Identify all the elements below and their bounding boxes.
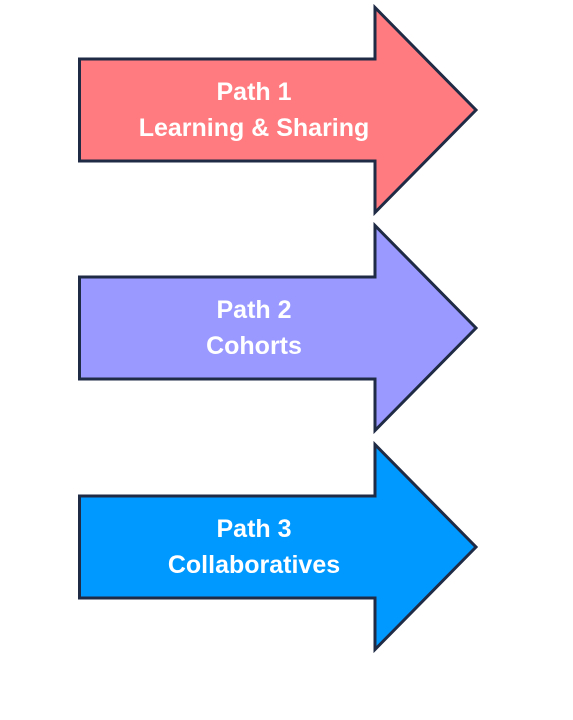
path-3-subtitle: Collaboratives [167, 551, 341, 579]
path-1-label: Path 1 Learning & Sharing [78, 6, 430, 214]
path-2-title: Path 2 [216, 296, 292, 324]
path-2-label: Path 2 Cohorts [78, 224, 430, 432]
path-1-subtitle: Learning & Sharing [138, 114, 370, 142]
path-2-subtitle: Cohorts [206, 332, 302, 360]
path-3-arrow: Path 3 Collaboratives [78, 440, 479, 654]
path-1-title: Path 1 [216, 78, 292, 106]
arrow-shape [78, 3, 479, 217]
arrow-shape [78, 221, 479, 435]
path-3-label: Path 3 Collaboratives [78, 443, 430, 651]
path-3-title: Path 3 [216, 515, 292, 543]
arrow-shape [78, 440, 479, 654]
path-2-arrow: Path 2 Cohorts [78, 221, 479, 435]
path-1-arrow: Path 1 Learning & Sharing [78, 3, 479, 217]
